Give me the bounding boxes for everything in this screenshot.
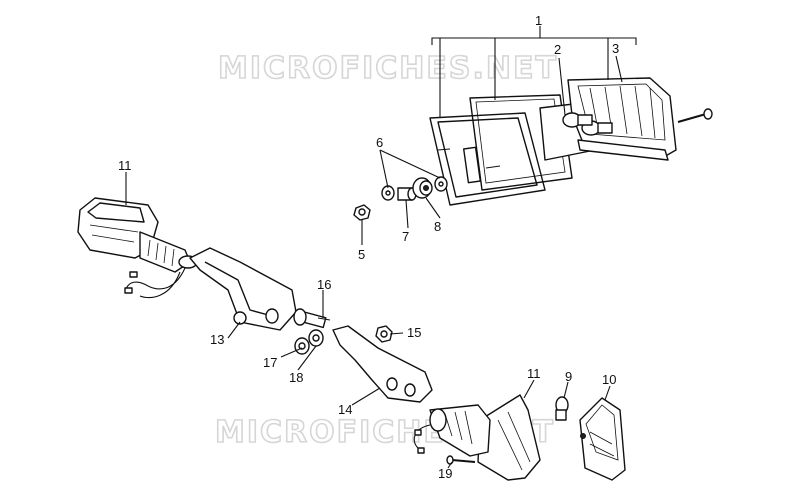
- callout-2: 2: [554, 42, 561, 57]
- callout-11-left: 11: [118, 158, 132, 173]
- washer-6: [381, 176, 448, 201]
- callout-7: 7: [402, 229, 409, 244]
- indicator-right: [429, 394, 541, 481]
- callout-17: 17: [263, 355, 277, 370]
- tail-light-bulbs: [562, 112, 613, 136]
- nut-15: [375, 325, 393, 343]
- bulb-9: [555, 396, 569, 421]
- watermark-top: MICROFICHES.NET: [218, 51, 558, 86]
- callout-14: 14: [338, 402, 352, 417]
- washer-17: [294, 337, 310, 355]
- callout-9: 9: [565, 369, 572, 384]
- callout-16: 16: [317, 277, 331, 292]
- callout-13: 13: [210, 332, 224, 347]
- callout-10: 10: [602, 372, 616, 387]
- indicator-right-wires: [413, 424, 431, 454]
- nut-18: [308, 329, 324, 347]
- callout-19: 19: [438, 466, 452, 481]
- screw-19: [446, 455, 476, 465]
- callout-1: 1: [535, 13, 542, 28]
- callout-6: 6: [376, 135, 383, 150]
- grommet-8: [412, 177, 433, 199]
- tail-light-housing: [429, 94, 596, 206]
- callout-18: 18: [289, 370, 303, 385]
- indicator-lens-10: [579, 397, 626, 481]
- bracket-right: [332, 325, 433, 403]
- leader-lines: [125, 26, 637, 469]
- callout-5: 5: [358, 247, 365, 262]
- indicator-left: [77, 197, 198, 273]
- bracket-left: [189, 247, 297, 331]
- nut-5: [353, 204, 371, 221]
- callout-8: 8: [434, 219, 441, 234]
- tail-light-lens: [567, 77, 677, 161]
- callout-3: 3: [612, 41, 619, 56]
- callout-15: 15: [407, 325, 421, 340]
- tail-light-screw: [677, 108, 713, 123]
- bolt-16: [293, 308, 331, 329]
- indicator-left-wires: [124, 267, 186, 299]
- callout-11-right: 11: [527, 366, 541, 381]
